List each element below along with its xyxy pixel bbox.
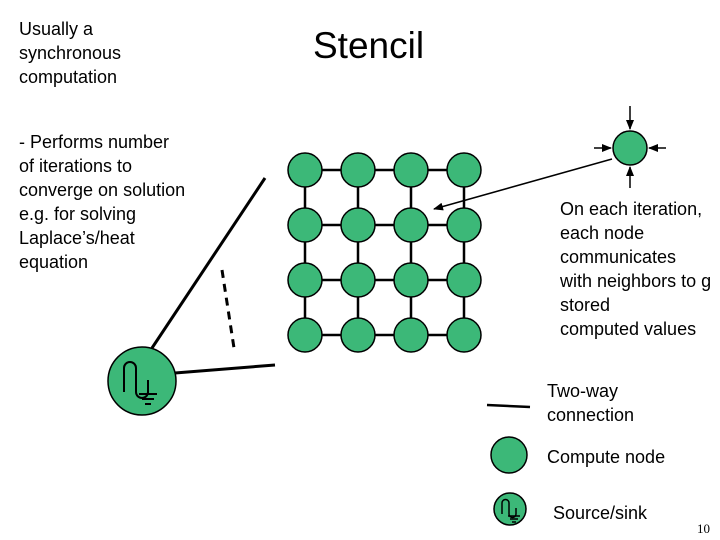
- slide-title: Stencil: [313, 25, 425, 66]
- grid-compute-node: [340, 152, 376, 188]
- source-sink-node: [107, 346, 177, 416]
- intro-text: Usually a synchronous computation: [19, 19, 122, 87]
- grid-compute-node: [287, 152, 323, 188]
- grid-compute-node: [446, 207, 482, 243]
- grid-compute-node: [446, 317, 482, 353]
- grid-compute-node: [340, 207, 376, 243]
- grid-compute-node: [287, 317, 323, 353]
- grid-compute-node: [446, 262, 482, 298]
- grid-compute-node: [340, 317, 376, 353]
- grid-compute-node: [340, 262, 376, 298]
- legend-two-way-symbol: [486, 403, 531, 409]
- grid-compute-nodes: [287, 152, 482, 353]
- grid-compute-node: [287, 207, 323, 243]
- iteration-callout: On each iteration, each node communicate…: [560, 199, 712, 339]
- bullet-text: - Performs number of iterations to conve…: [19, 132, 186, 272]
- callout-arrow: [433, 158, 613, 211]
- dashed-connection-line: [220, 269, 236, 349]
- legend-compute-node-label: Compute node: [547, 447, 666, 467]
- sink-connection-line: [174, 363, 276, 375]
- grid-compute-node: [393, 207, 429, 243]
- grid-compute-node: [393, 317, 429, 353]
- legend-two-way-label: Two-way connection: [547, 381, 635, 425]
- stencil-detail-node: [594, 106, 666, 188]
- page-number: 10: [697, 521, 710, 536]
- source-connection-line: [150, 177, 267, 349]
- grid-compute-node: [393, 152, 429, 188]
- grid-compute-node: [446, 152, 482, 188]
- legend-source-sink-symbol: [493, 492, 527, 526]
- grid-connections: [303, 168, 466, 337]
- grid-compute-node: [393, 262, 429, 298]
- legend-compute-node-symbol: [490, 436, 528, 474]
- legend-source-sink-label: Source/sink: [553, 503, 648, 523]
- grid-compute-node: [287, 262, 323, 298]
